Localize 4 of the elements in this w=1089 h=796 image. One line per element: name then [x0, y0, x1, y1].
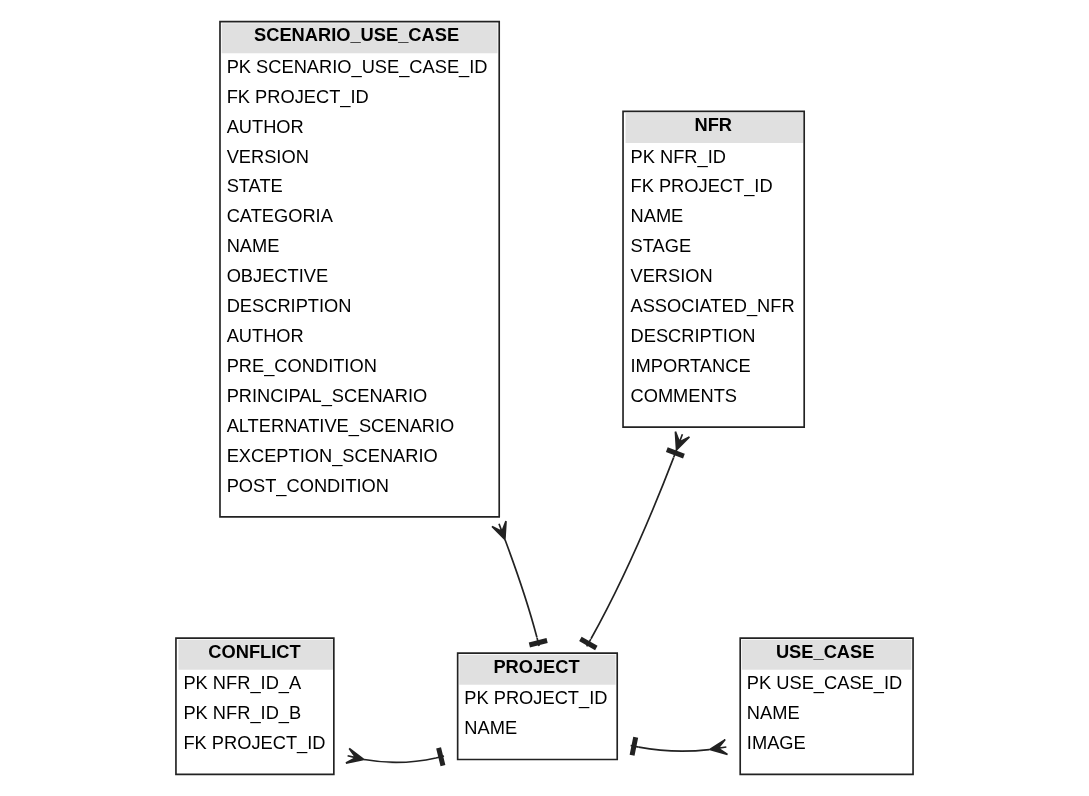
connector	[345, 747, 446, 767]
connector	[579, 430, 691, 651]
connector	[629, 736, 729, 756]
connector	[491, 520, 548, 648]
